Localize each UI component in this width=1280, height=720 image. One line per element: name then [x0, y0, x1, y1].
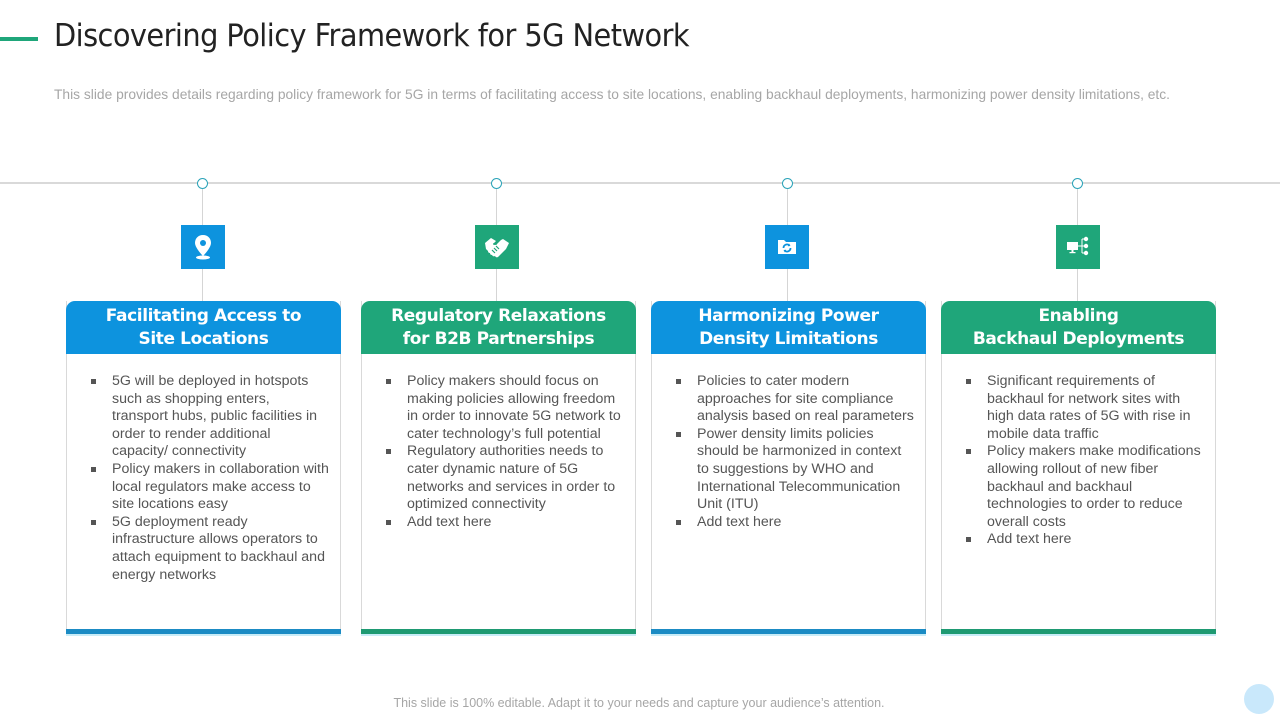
bullet-item: Significant requirements of backhaul for…	[964, 373, 1204, 443]
card-bullet-list: Policies to cater modern approaches for …	[674, 373, 914, 531]
bullet-square-icon	[676, 431, 681, 437]
bullet-square-icon	[91, 519, 96, 525]
bullet-item: Policy makers make modifications allowin…	[964, 443, 1204, 531]
card-bullet-list: Significant requirements of backhaul for…	[964, 373, 1204, 549]
handshake-icon	[475, 225, 519, 269]
policy-card-3: Harmonizing Power Density Limitations Po…	[651, 301, 926, 636]
card-bullet-list: Policy makers should focus on making pol…	[384, 373, 624, 531]
card-header: Enabling Backhaul Deployments	[941, 301, 1216, 354]
card-title-line-1: Regulatory Relaxations	[391, 306, 606, 326]
bullet-item: Power density limits policies should be …	[674, 426, 914, 514]
bullet-item: Add text here	[964, 531, 1204, 549]
page-title: Discovering Policy Framework for 5G Netw…	[54, 18, 690, 54]
bullet-square-icon	[966, 379, 971, 384]
card-header: Regulatory Relaxations for B2B Partnersh…	[361, 301, 636, 354]
bullet-item: 5G will be deployed in hotspots such as …	[89, 373, 329, 461]
card-footer-bar	[361, 629, 636, 636]
card-title-line-2: Site Locations	[138, 329, 269, 349]
bullet-item: 5G deployment ready infrastructure allow…	[89, 514, 329, 584]
bullet-item: Policy makers in collaboration with loca…	[89, 461, 329, 514]
bullet-square-icon	[386, 449, 391, 455]
card-title-line-2: Density Limitations	[699, 329, 878, 349]
bullet-square-icon	[386, 379, 391, 384]
bullet-square-icon	[966, 449, 971, 455]
footer-note: This slide is 100% editable. Adapt it to…	[393, 696, 885, 710]
policy-card-2: Regulatory Relaxations for B2B Partnersh…	[361, 301, 636, 636]
timeline-node	[1072, 178, 1083, 189]
card-title-line-1: Enabling	[1038, 306, 1119, 326]
bullet-square-icon	[91, 379, 96, 384]
bullet-square-icon	[676, 379, 681, 384]
location-pin-icon	[181, 225, 225, 269]
bullet-square-icon	[91, 466, 96, 472]
bullet-item: Policies to cater modern approaches for …	[674, 373, 914, 426]
bullet-item: Add text here	[674, 514, 914, 532]
card-title-line-2: for B2B Partnerships	[402, 329, 595, 349]
card-bullet-list: 5G will be deployed in hotspots such as …	[89, 373, 329, 584]
card-title-line-2: Backhaul Deployments	[972, 329, 1185, 349]
card-header: Facilitating Access to Site Locations	[66, 301, 341, 354]
bullet-item: Add text here	[384, 514, 624, 532]
timeline-node	[197, 178, 208, 189]
card-footer-bar	[66, 629, 341, 636]
card-header: Harmonizing Power Density Limitations	[651, 301, 926, 354]
timeline-line	[0, 182, 1280, 184]
card-title-line-1: Facilitating Access to	[105, 306, 302, 326]
folder-sync-icon	[765, 225, 809, 269]
bullet-item: Policy makers should focus on making pol…	[384, 373, 624, 443]
card-title-line-1: Harmonizing Power	[698, 306, 879, 326]
timeline-node	[491, 178, 502, 189]
title-accent-bar	[0, 37, 38, 41]
bullet-square-icon	[386, 519, 391, 525]
timeline-node	[782, 178, 793, 189]
policy-card-1: Facilitating Access to Site Locations 5G…	[66, 301, 341, 636]
policy-card-4: Enabling Backhaul Deployments Significan…	[941, 301, 1216, 636]
decorative-circle	[1244, 684, 1274, 714]
bullet-square-icon	[966, 537, 971, 543]
computer-network-icon	[1056, 225, 1100, 269]
bullet-item: Regulatory authorities needs to cater dy…	[384, 443, 624, 513]
card-footer-bar	[941, 629, 1216, 636]
page-subtitle: This slide provides details regarding po…	[54, 86, 1170, 102]
bullet-square-icon	[676, 519, 681, 525]
card-footer-bar	[651, 629, 926, 636]
